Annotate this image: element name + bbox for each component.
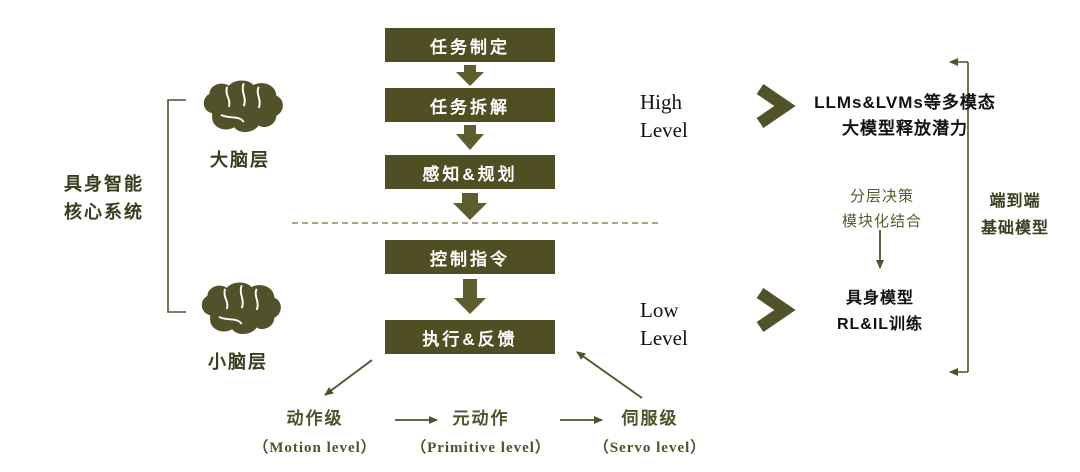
level-servo-en: （Servo level）: [593, 440, 707, 456]
llm-line2: 大模型释放潜力: [842, 119, 968, 138]
left-bracket: [167, 99, 186, 313]
chevron-right-icon-high: [756, 84, 796, 128]
level-primitive: 元动作 （Primitive level）: [405, 404, 557, 457]
level-primitive-en: （Primitive level）: [411, 440, 551, 456]
level-motion-en: （Motion level）: [253, 440, 377, 456]
brain-top-label: 大脑层: [210, 150, 270, 170]
level-servo: 伺服级 （Servo level）: [575, 404, 725, 457]
flow-box-perception-planning: 感知&规划: [385, 155, 555, 189]
block-arrow-down-icon-4: [454, 279, 486, 314]
chevron-right-icon-low: [756, 288, 796, 332]
level-servo-cn: 伺服级: [621, 409, 679, 428]
level-motion: 动作级 （Motion level）: [240, 404, 390, 457]
hierarchy-line1: 分层决策: [849, 188, 914, 205]
embodied-line2: RL&IL训练: [836, 316, 924, 333]
low-level-line2: Level: [640, 326, 688, 350]
hierarchy-line2: 模块化结合: [841, 213, 922, 230]
system-label-line2: 核心系统: [64, 202, 144, 222]
arrow-exec-to-motion-icon: [324, 359, 373, 396]
block-arrow-down-icon-1: [456, 65, 484, 86]
low-level-label: Low Level: [640, 296, 720, 352]
end-to-end-line1: 端到端: [989, 193, 1041, 210]
end-to-end-label: 端到端 基础模型: [976, 188, 1054, 242]
hierarchy-label: 分层决策 模块化结合: [826, 184, 938, 234]
block-arrow-down-icon-3: [453, 193, 487, 220]
level-primitive-cn: 元动作: [452, 409, 510, 428]
system-label: 具身智能 核心系统: [50, 170, 158, 226]
brain-icon-top: [203, 80, 283, 132]
embodied-line1: 具身模型: [845, 290, 914, 307]
high-level-line1: High: [640, 90, 682, 114]
flow-box-task-formulation: 任务制定: [385, 28, 555, 62]
block-arrow-down-icon-2: [456, 125, 484, 150]
brain-icon-bottom: [201, 282, 281, 334]
llm-line1: LLMs&LVMs等多模态: [814, 93, 996, 112]
level-motion-cn: 动作级: [286, 409, 344, 428]
flow-box-task-decomposition: 任务拆解: [385, 88, 555, 122]
embodied-model-label: 具身模型 RL&IL训练: [818, 286, 942, 338]
high-level-label: High Level: [640, 88, 720, 144]
low-level-line1: Low: [640, 298, 679, 322]
arrow-servo-to-exec-icon: [576, 351, 643, 399]
brain-bottom-label: 小脑层: [208, 352, 268, 372]
flow-box-control-command: 控制指令: [385, 240, 555, 274]
high-level-line2: Level: [640, 118, 688, 142]
flow-box-execution-feedback: 执行&反馈: [385, 320, 555, 354]
llm-label: LLMs&LVMs等多模态 大模型释放潜力: [788, 90, 1022, 142]
system-label-line1: 具身智能: [64, 174, 144, 194]
end-to-end-line2: 基础模型: [980, 220, 1049, 237]
